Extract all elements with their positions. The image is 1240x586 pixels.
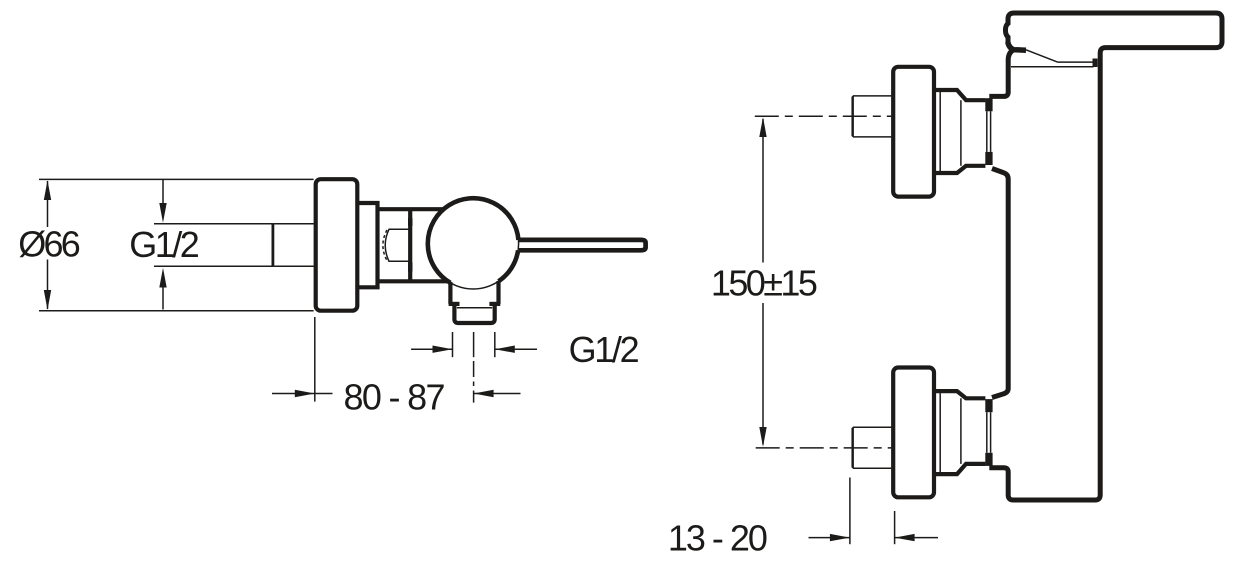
svg-text:G1/2: G1/2 [129,224,200,265]
svg-text:13 - 20: 13 - 20 [668,518,768,559]
svg-text:Ø66: Ø66 [18,224,81,265]
svg-text:80 - 87: 80 - 87 [344,377,446,418]
svg-text:G1/2: G1/2 [569,329,640,370]
svg-text:150±15: 150±15 [711,262,818,303]
